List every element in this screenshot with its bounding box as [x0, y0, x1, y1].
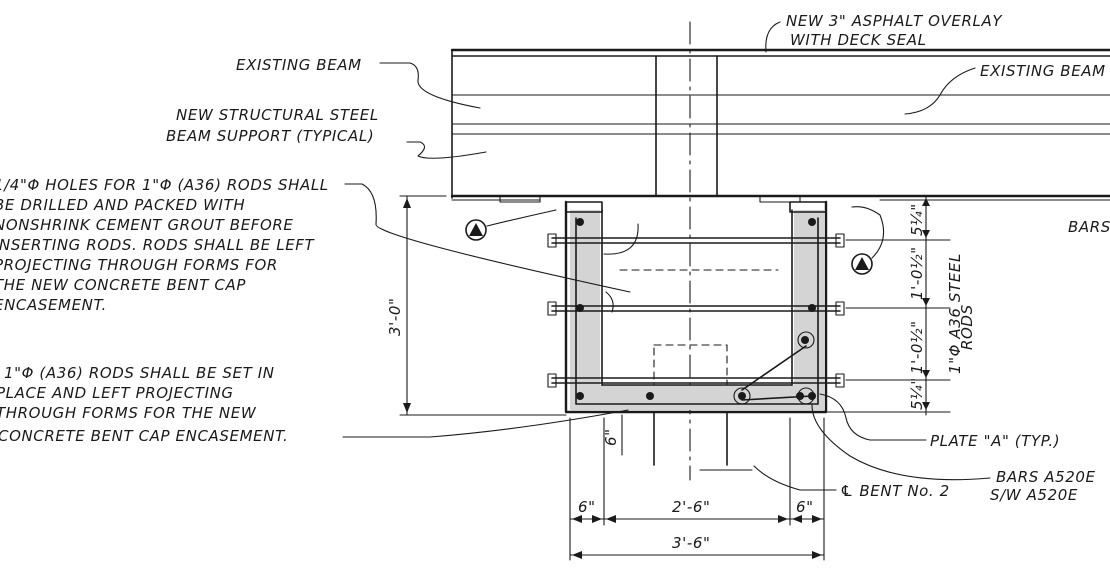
holes-note-line3: NONSHRINK CEMENT GROUT BEFORE — [0, 216, 294, 234]
dim-5-25-bot: 5¼" — [908, 377, 926, 410]
existing-beam-left-label: EXISTING BEAM — [236, 56, 362, 74]
rods-note-line4: CONCRETE BENT CAP ENCASEMENT. — [0, 427, 288, 445]
rods-note-line2: PLACE AND LEFT PROJECTING — [0, 384, 234, 402]
dim-3-6: 3'-6" — [672, 534, 711, 552]
existing-deck-and-beams — [450, 48, 1110, 203]
overlay-note-line2: WITH DECK SEAL — [790, 31, 927, 49]
dim-height-total: 3'-0" — [386, 297, 404, 336]
section-marker-left — [465, 209, 557, 241]
dimension-text: 3'-0" 5¼" 1'-0½" 1'-0½" 5¼" 6" 6" 2'-6" … — [386, 203, 926, 552]
leader-lines — [342, 21, 991, 491]
bars-note-line1: BARS A520E — [996, 468, 1096, 486]
holes-note-line6: THE NEW CONCRETE BENT CAP — [0, 276, 246, 294]
steel-rods-label-line1: 1"Φ A36 STEEL — [946, 253, 964, 374]
dim-1-05-bot: 1'-0½" — [908, 320, 926, 374]
holes-note-line7: ENCASEMENT. — [0, 296, 107, 314]
bent-label: ℄ BENT No. 2 — [840, 482, 950, 500]
holes-note-line5: PROJECTING THROUGH FORMS FOR — [0, 256, 278, 274]
holes-note-line1: 1/4"Φ HOLES FOR 1"Φ (A36) RODS SHALL — [0, 176, 329, 194]
section-marker-right — [851, 206, 885, 275]
plate-a-label: PLATE "A" (TYP.) — [930, 432, 1060, 450]
holes-note-line4: INSERTING RODS. RODS SHALL BE LEFT — [0, 236, 316, 254]
support-note-line1: NEW STRUCTURAL STEEL — [176, 106, 379, 124]
reinforcing-bars — [575, 217, 819, 405]
support-note-line2: BEAM SUPPORT (TYPICAL) — [166, 127, 374, 145]
steel-rods-label-line2: RODS — [958, 304, 976, 350]
dim-5-25-top: 5¼" — [908, 203, 926, 236]
rods-note-line3: THROUGH FORMS FOR THE NEW — [0, 404, 257, 422]
notes-text: NEW 3" ASPHALT OVERLAY WITH DECK SEAL EX… — [0, 12, 1110, 504]
dim-6-left: 6" — [578, 498, 596, 516]
overlay-note-line1: NEW 3" ASPHALT OVERLAY — [786, 12, 1003, 30]
existing-beam-right-label: EXISTING BEAM — [980, 62, 1106, 80]
dim-6-right: 6" — [796, 498, 814, 516]
dim-1-05-top: 1'-0½" — [908, 246, 926, 300]
bars-note-line2: S/W A520E — [990, 486, 1078, 504]
concrete-encasement — [564, 200, 828, 466]
holes-note-line2: BE DRILLED AND PACKED WITH — [0, 196, 245, 214]
bars-right-top-label: BARS — [1068, 218, 1110, 236]
dimension-lines — [399, 195, 961, 561]
dim-2-6: 2'-6" — [672, 498, 711, 516]
steel-rods — [547, 233, 845, 388]
dim-6-bottom: 6" — [602, 428, 620, 446]
rods-note-line1: 1"Φ (A36) RODS SHALL BE SET IN — [4, 364, 275, 382]
